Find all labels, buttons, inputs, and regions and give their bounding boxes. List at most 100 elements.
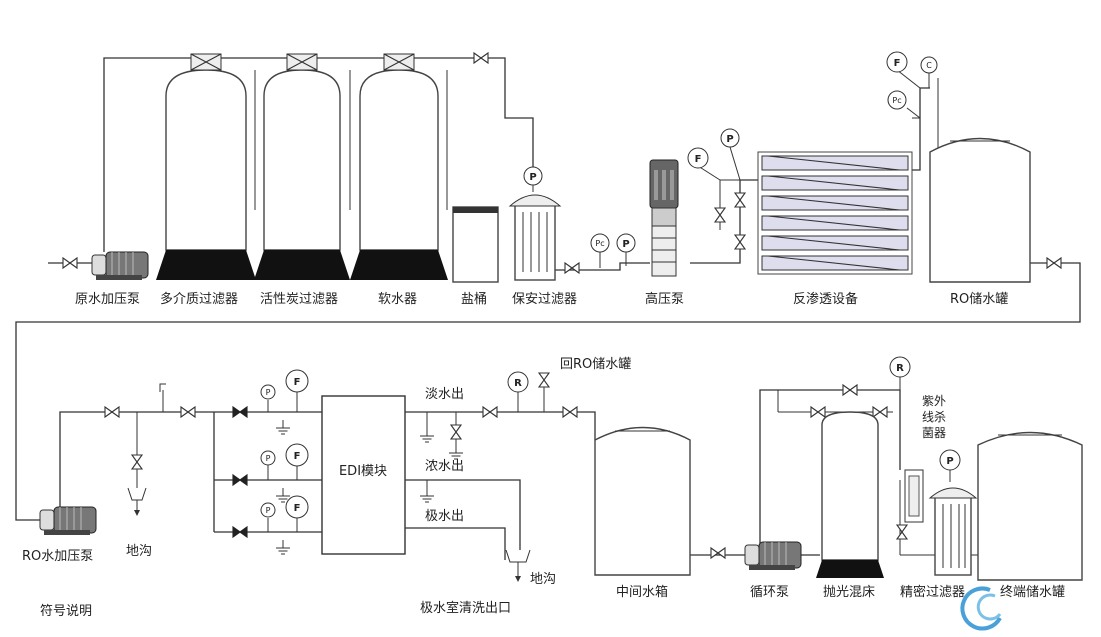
ro-boost-check-valve[interactable] <box>104 406 120 418</box>
final-storage-tank <box>977 431 1083 581</box>
bypass-valve-left[interactable] <box>810 406 826 418</box>
label-polish-bed: 抛光混床 <box>823 585 875 600</box>
ro-tank-outlet-valve[interactable] <box>1046 257 1062 269</box>
svg-text:F: F <box>695 154 702 165</box>
row2-pipes <box>59 380 978 560</box>
multi-media-filter <box>156 69 256 280</box>
svg-text:Pc: Pc <box>892 96 901 105</box>
svg-text:F: F <box>294 451 301 462</box>
svg-text:P: P <box>266 506 271 515</box>
label-ro-tank: RO储水罐 <box>950 292 1008 307</box>
bypass-valve-right[interactable] <box>872 406 888 418</box>
inlet-valve[interactable] <box>62 257 78 269</box>
edi-feed-valve-1[interactable] <box>232 406 248 418</box>
pressure-gauge-edi-2: P <box>260 450 276 480</box>
svg-text:C: C <box>926 61 932 70</box>
carbon-filter-actuator <box>286 53 318 71</box>
svg-text:Pc: Pc <box>595 239 604 248</box>
circulation-pump <box>744 541 802 571</box>
ro-membrane-unit <box>757 151 913 275</box>
edi-module <box>321 395 406 555</box>
svg-text:F: F <box>294 377 301 388</box>
ro-side-valve-1[interactable] <box>714 207 726 223</box>
polishing-mixed-bed <box>816 411 884 578</box>
pressure-gauge-precision-filter: P <box>939 449 961 482</box>
precision-filter <box>928 487 978 576</box>
ro-boost-pump <box>39 506 97 536</box>
label-return-ro: 回RO储水罐 <box>560 357 631 372</box>
watermark-logo <box>960 586 1002 631</box>
edi-feed-valve-2[interactable] <box>232 474 248 486</box>
svg-text:F: F <box>294 503 301 514</box>
label-precision-filter: 精密过滤器 <box>900 584 965 600</box>
flow-gauge-edi-3: F <box>285 495 309 532</box>
label-salt-tank: 盐桶 <box>461 292 487 307</box>
label-ro-boost-pump: RO水加压泵 <box>22 549 93 564</box>
filter-outlet-valve[interactable] <box>564 262 580 274</box>
security-filter <box>508 170 562 281</box>
label-electrode-out: 极水出 <box>425 509 464 524</box>
edi-feed-valve-3[interactable] <box>232 526 248 538</box>
ground-symbol <box>419 487 435 503</box>
flow-gauge-edi-2: F <box>285 443 309 480</box>
svg-text:P: P <box>266 388 271 397</box>
label-electrode-outlet: 极水室清洗出口 <box>420 600 511 616</box>
fresh-water-drain-valve[interactable] <box>450 424 462 440</box>
pressure-gauge-ro-inlet: P <box>720 128 741 181</box>
svg-text:P: P <box>622 239 629 250</box>
fresh-water-valve[interactable] <box>482 406 498 418</box>
label-softener: 软水器 <box>378 292 417 307</box>
svg-text:P: P <box>726 134 733 145</box>
label-fresh-out: 淡水出 <box>425 387 464 402</box>
ground-symbol <box>275 539 291 555</box>
ground-symbol <box>419 427 435 443</box>
mid-tank-outlet-valve[interactable] <box>710 547 726 559</box>
ground-symbol <box>448 444 464 460</box>
raw-water-pump <box>91 251 149 281</box>
label-circ-pump: 循环泵 <box>750 585 789 600</box>
high-pressure-pump <box>649 159 679 277</box>
label-drain-1: 地沟 <box>126 544 152 559</box>
label-uv: 紫外 线杀 菌器 <box>922 394 950 440</box>
return-ro-valve[interactable] <box>538 372 550 388</box>
pc-gauge-1: Pc <box>590 233 610 268</box>
ground-symbol <box>275 419 291 435</box>
svg-text:P: P <box>946 456 953 467</box>
edi-inlet-valve[interactable] <box>180 406 196 418</box>
carbon-filter <box>254 69 350 280</box>
drain-funnel-1 <box>127 487 147 516</box>
conductivity-gauge: C <box>920 56 938 88</box>
drain-funnel-2 <box>505 549 531 582</box>
svg-text:P: P <box>266 454 271 463</box>
pressure-gauge-hp-inlet: P <box>616 233 636 266</box>
ground-symbol <box>275 487 291 503</box>
label-drain-2: 地沟 <box>530 572 556 587</box>
label-carbon-filter: 活性炭过滤器 <box>260 292 338 307</box>
ro-check-valve[interactable] <box>734 234 746 250</box>
svg-text:P: P <box>529 172 536 183</box>
softener <box>350 69 448 280</box>
drain-valve-1[interactable] <box>131 454 143 470</box>
label-multi-filter: 多介质过滤器 <box>160 291 238 307</box>
softener-actuator <box>383 53 415 71</box>
label-legend: 符号说明 <box>40 603 92 619</box>
label-ro-unit: 反渗透设备 <box>793 291 858 307</box>
bypass-valve-top[interactable] <box>842 384 858 396</box>
pc-gauge-2: Pc <box>887 90 921 119</box>
label-final-tank: 终端储水罐 <box>1000 584 1065 600</box>
uv-inlet-valve[interactable] <box>896 524 908 540</box>
top-valve[interactable] <box>473 52 489 64</box>
label-edi: EDI模块 <box>339 464 387 479</box>
intermediate-tank <box>594 426 691 576</box>
flow-gauge-edi-1: F <box>285 369 309 412</box>
resistivity-gauge-edi: R <box>507 371 529 412</box>
uv-sterilizer <box>904 469 924 523</box>
ro-side-valve-2[interactable] <box>734 192 746 208</box>
vent-pipe <box>159 383 166 392</box>
salt-tank <box>452 206 499 283</box>
svg-text:R: R <box>514 378 522 389</box>
mid-tank-inlet-valve[interactable] <box>562 406 578 418</box>
flow-gauge-ro-outlet: F <box>886 51 921 89</box>
pressure-gauge-security-filter: P <box>523 166 543 186</box>
